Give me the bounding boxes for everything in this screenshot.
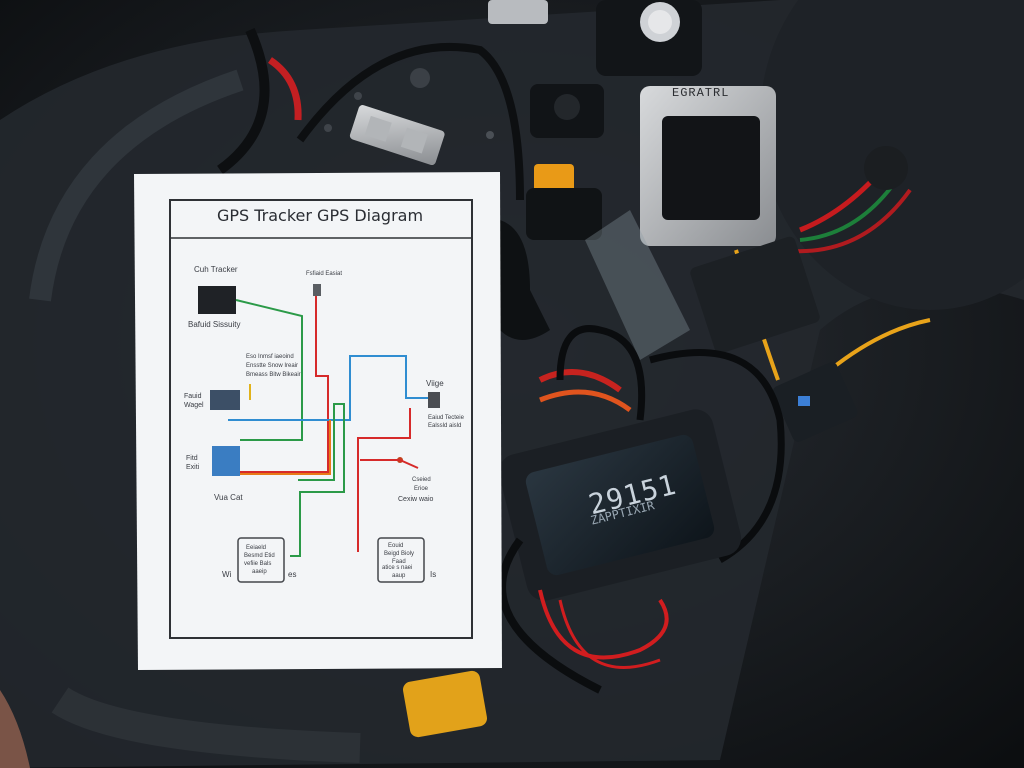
label-right-mid-2: Erioe — [414, 486, 429, 492]
connector-round — [864, 146, 908, 190]
label-board-2: Exiti — [186, 464, 200, 471]
red-wire-bundle — [538, 369, 622, 393]
label-right-mid-3: Cexiw waio — [398, 496, 434, 503]
screw — [486, 131, 494, 139]
connector-body — [526, 188, 602, 240]
box-left-line-2: Besmd Etid — [244, 553, 275, 559]
label-tracker: Cuh Tracker — [194, 265, 238, 274]
yellow-connector — [534, 164, 574, 194]
screw — [354, 92, 362, 100]
chrome-tab — [488, 0, 548, 24]
label-viige-sub-1: Eaiud Tecteie — [428, 415, 464, 421]
hand-edge — [0, 690, 30, 768]
label-bottom-left-2: es — [288, 570, 297, 579]
label-relay-1: Fauid — [184, 393, 202, 400]
wiring-diagram-paper — [134, 172, 502, 670]
box-right-line-2: Beigd Bioly — [384, 551, 415, 557]
relay-symbol — [210, 390, 240, 410]
red-trace — [240, 296, 329, 473]
red-wire-bottom — [558, 599, 661, 669]
red-wire — [267, 57, 302, 121]
plastic-bag — [585, 210, 690, 360]
module-button — [554, 94, 580, 120]
mount-bracket — [690, 236, 820, 354]
blue-connector — [772, 362, 858, 442]
blue-tab — [798, 396, 810, 406]
box-right-line-3: Faad — [392, 559, 406, 565]
label-viige-sub-2: Ealssld aisld — [428, 423, 462, 429]
black-cable — [217, 27, 270, 175]
screw — [324, 124, 332, 132]
label-bottom-right: Is — [430, 570, 437, 579]
gps-module-brand-label: EGRATRL — [672, 86, 730, 100]
dash-lower-trim — [51, 687, 361, 763]
gps-module-face — [662, 116, 760, 220]
label-board-1: Fitd — [186, 455, 198, 462]
note-3: Bmeass Bitw Bikeair — [246, 372, 301, 378]
screw — [410, 68, 430, 88]
black-knob — [500, 220, 550, 340]
metal-clip — [349, 105, 445, 166]
black-loop-cable — [649, 349, 785, 564]
yellow-tab — [402, 670, 488, 738]
label-vua-cat: Vua Cat — [214, 493, 243, 502]
label-viige: Viige — [426, 379, 444, 388]
label-box-left — [237, 537, 285, 583]
green-trace — [235, 299, 303, 441]
green-trace-2 — [290, 403, 345, 557]
label-circuit: Bafuid Sissuity — [188, 320, 241, 329]
box-right-line-1: Eouid — [388, 543, 404, 549]
sensor-symbol — [428, 392, 440, 408]
note-1: Eso Inmsf iaeoind — [246, 354, 294, 360]
dash-panel-trim — [29, 69, 244, 302]
switch-center — [648, 10, 672, 34]
obd-display-device — [498, 409, 742, 601]
red-trace-3 — [360, 459, 419, 469]
label-bottom-left: Wi — [222, 570, 232, 579]
black-cable-bottom — [498, 537, 602, 694]
red-wire-bundle — [539, 389, 632, 413]
gps-chip-symbol — [198, 286, 236, 314]
fuse-symbol — [313, 284, 321, 296]
label-box-right — [377, 537, 425, 583]
label-right-mid-1: Cseied — [412, 477, 431, 483]
orange-wire — [828, 318, 931, 372]
red-wire-bottom — [538, 589, 669, 660]
diagram-title: GPS Tracker GPS Diagram — [216, 206, 424, 225]
box-left-line-1: Eeiaeld — [246, 545, 267, 551]
label-relay-2: Wagel — [184, 402, 204, 409]
black-cable — [296, 43, 524, 201]
box-right-line-4: atice s naei — [382, 565, 413, 571]
label-fuse: Fsfiaid Easiat — [306, 271, 343, 277]
note-2: Ensstte Snow Ireair — [246, 363, 299, 369]
box-right-line-5: aaup — [392, 573, 406, 579]
box-left-line-3: vefiie Bals — [244, 561, 272, 567]
black-loop-cable — [556, 325, 646, 421]
red-trace-2 — [357, 408, 411, 552]
orange-trace — [240, 420, 331, 475]
box-left-line-4: aaeip — [252, 569, 267, 575]
board-symbol — [212, 446, 240, 476]
